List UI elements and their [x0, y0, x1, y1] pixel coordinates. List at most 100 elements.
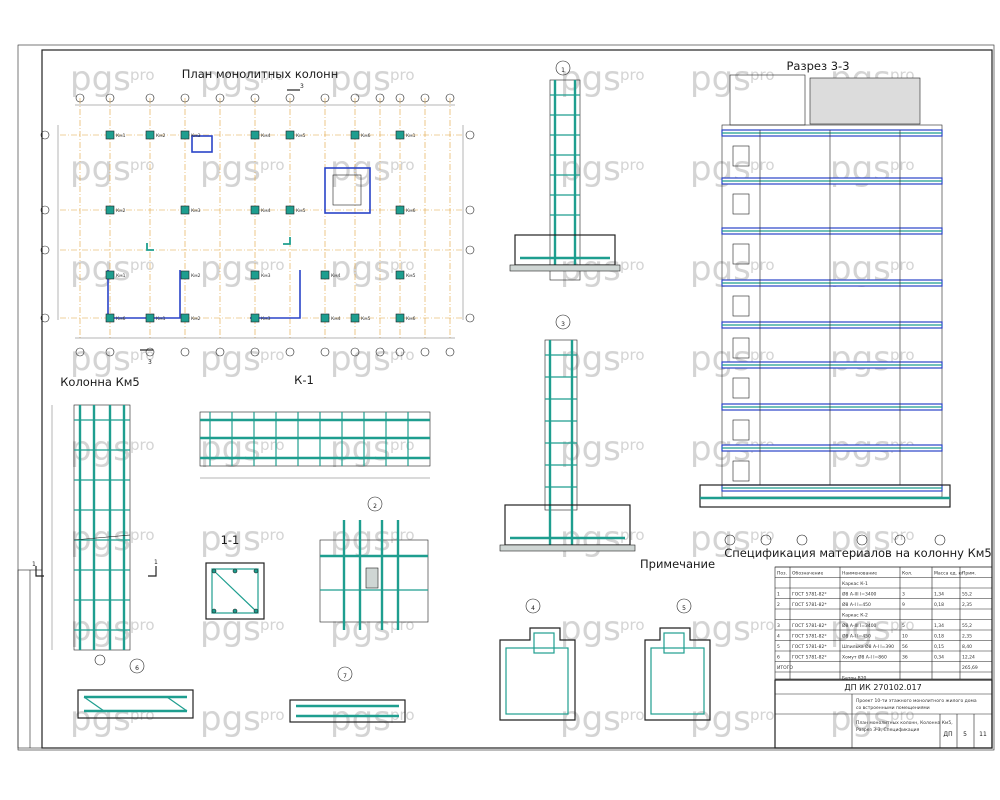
spec-cell: 0,15 — [934, 644, 944, 650]
plan-axis-bubble — [40, 130, 50, 140]
watermark-suffix: pro — [890, 256, 915, 274]
plan-axis-bubble — [320, 93, 330, 103]
watermark-brand: pgs — [560, 339, 621, 379]
title-block-line-1: Проект 10-ти этажного монолитного жилого… — [856, 698, 977, 704]
watermark-suffix: pro — [750, 526, 775, 544]
plan-column — [250, 130, 260, 140]
node-5-label: 5 — [682, 605, 686, 612]
node-5-marker — [676, 598, 692, 614]
plan-column — [285, 205, 295, 215]
spec-cell: Ø8 А-III l=3400 — [842, 622, 877, 629]
plan-column — [395, 130, 405, 140]
plan-column — [250, 313, 260, 323]
watermark-brand: pgs — [200, 339, 261, 379]
watermark-brand: pgs — [830, 519, 891, 559]
spec-cell: 265,69 — [962, 665, 978, 671]
watermark-brand: pgs — [690, 59, 751, 99]
spec-cell: ГОСТ 5781-82* — [792, 655, 827, 661]
watermark-brand: pgs — [70, 339, 131, 379]
plan-axis-bubble — [350, 347, 360, 357]
node-1-marker — [555, 60, 571, 76]
spec-cell: 0,18 — [934, 634, 944, 640]
watermark-brand: pgs — [70, 59, 131, 99]
node-4-outline — [499, 627, 576, 721]
plan-axis-bubble — [420, 93, 430, 103]
watermark-brand: pgs — [330, 339, 391, 379]
node-6-tie — [83, 696, 105, 712]
plan-axis-bubble — [40, 313, 50, 323]
column-cut-label-left: 1 — [32, 561, 36, 568]
watermark-suffix: pro — [390, 156, 415, 174]
node-4-drawing: 4 — [499, 598, 576, 721]
spec-header-cell: Прим. — [962, 571, 976, 577]
foundation-slab — [699, 484, 951, 508]
node-4-stirrup-small — [533, 632, 555, 654]
plan-column — [145, 313, 155, 323]
plan-column — [180, 130, 190, 140]
column-axis-marker — [94, 654, 106, 666]
watermark-suffix: pro — [130, 436, 155, 454]
node-3-marker — [555, 314, 571, 330]
spec-cell: 1,34 — [934, 623, 944, 629]
plan-axis-bubble — [465, 245, 475, 255]
spec-cell: ИТОГО — [777, 665, 793, 671]
plan-axis-bubble — [285, 93, 295, 103]
node-7-drawing: 7 — [289, 666, 406, 723]
plan-column — [145, 130, 155, 140]
section-3-3-drawing: Разрез 3-3 — [699, 59, 951, 546]
watermark-suffix: pro — [130, 616, 155, 634]
node-1-label: 1 — [561, 67, 565, 74]
section-3-3-title: Разрез 3-3 — [786, 59, 849, 73]
plan-axis-bubble — [445, 93, 455, 103]
spec-cell: 2,35 — [962, 634, 972, 640]
spec-cell: Каркас К-2 — [842, 613, 868, 619]
plan-column-label: Км6 — [116, 316, 126, 322]
spec-cell: 6 — [777, 655, 780, 661]
watermark-suffix: pro — [750, 706, 775, 724]
spec-cell: 3 — [777, 623, 780, 629]
watermark-brand: pgs — [560, 149, 621, 189]
plan-column-label: Км4 — [261, 133, 271, 139]
plan-column-label: Км6 — [406, 316, 416, 322]
spec-cell: Бетон В20 — [842, 676, 867, 682]
plan-column — [320, 313, 330, 323]
plan-axis-bubble — [350, 93, 360, 103]
column-outline — [73, 404, 131, 651]
column-title: Колонна Км5 — [60, 375, 139, 389]
title-block-line-4: Разрез 3-3, Спецификация — [856, 727, 920, 733]
spec-cell: 1,34 — [934, 592, 944, 598]
frame-k1-drawing: К-1 — [199, 373, 431, 479]
section-1-1-cross-tie — [211, 568, 259, 614]
plan-column — [395, 205, 405, 215]
plan-axis-bubble — [180, 347, 190, 357]
spec-cell: 2 — [777, 602, 780, 608]
section-axis-bubble — [796, 534, 808, 546]
node-6-tie — [166, 696, 188, 712]
section-1-1-bar — [253, 568, 259, 574]
watermark-brand: pgs — [690, 699, 751, 739]
watermark-brand: pgs — [200, 59, 261, 99]
title-block-stage: ДП — [943, 731, 952, 738]
spec-cell: Ø8 А-I l=450 — [842, 601, 871, 608]
node-2-outline — [319, 539, 429, 623]
plan-axis-bubble — [215, 93, 225, 103]
plan-axis-bubble — [465, 205, 475, 215]
spec-cell: 4 — [777, 634, 780, 640]
watermark-brand: pgs — [330, 59, 391, 99]
column-km5-drawing: Колонна Км5 1 1 — [32, 375, 158, 666]
watermark-brand: pgs — [200, 429, 261, 469]
node-2-marker — [367, 496, 383, 512]
watermark-brand: pgs — [690, 519, 751, 559]
section-1-1-bar — [211, 568, 217, 574]
plan-column-label: Км2 — [191, 273, 201, 279]
plan-axis-bubble — [375, 93, 385, 103]
section-axis-bubble — [856, 534, 868, 546]
watermark-suffix: pro — [750, 256, 775, 274]
small-shaft-wall — [191, 135, 213, 153]
section-1-1-bar — [232, 608, 238, 614]
watermark-suffix: pro — [260, 616, 285, 634]
node-3-base — [499, 544, 636, 552]
watermark-suffix: pro — [260, 436, 285, 454]
spec-header-cell: Кол. — [902, 571, 912, 577]
plan-column-label: Км1 — [406, 133, 416, 139]
